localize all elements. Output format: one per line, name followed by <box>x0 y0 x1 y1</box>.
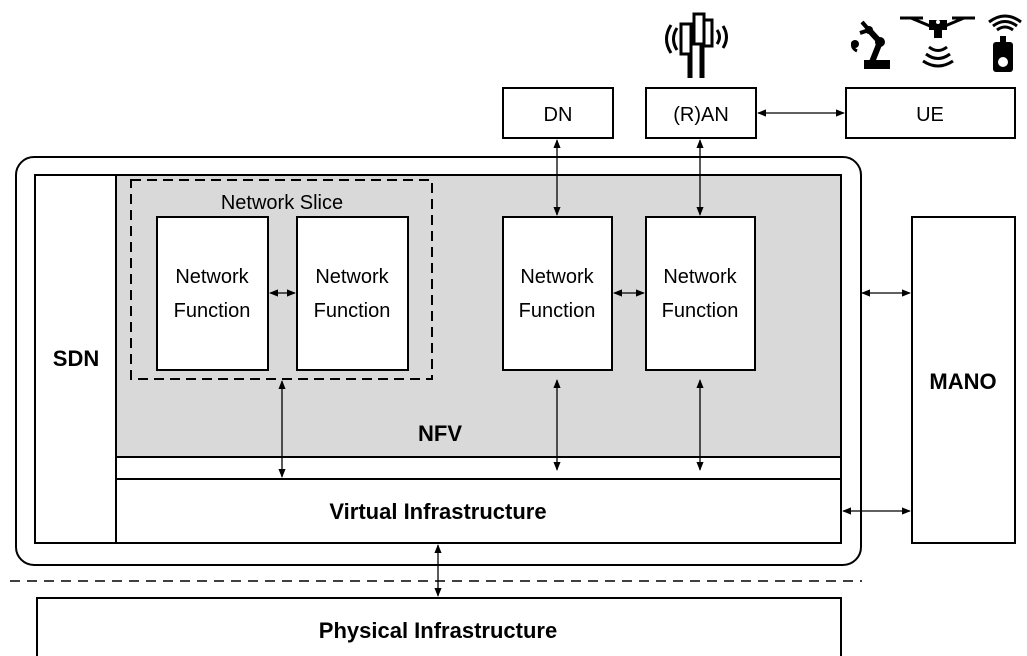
svg-text:Virtual Infrastructure: Virtual Infrastructure <box>329 499 546 524</box>
network-function-2: Network Function <box>296 216 409 371</box>
svg-text:Network: Network <box>663 266 737 288</box>
svg-text:Function: Function <box>662 300 739 322</box>
nfv-label: NFV <box>418 421 462 446</box>
physical-infrastructure: Physical Infrastructure <box>36 597 842 656</box>
svg-text:DN: DN <box>544 104 573 126</box>
svg-text:Function: Function <box>174 300 251 322</box>
ran-node: (R)AN <box>645 87 757 139</box>
robot-arm-icon <box>851 20 890 69</box>
svg-text:Function: Function <box>314 300 391 322</box>
wireless-device-icon <box>988 14 1022 72</box>
svg-text:Network: Network <box>175 266 249 288</box>
antenna-tower-icon <box>665 12 728 78</box>
svg-text:Network Slice: Network Slice <box>221 192 343 214</box>
network-function-4: Network Function <box>645 216 756 371</box>
dn-node: DN <box>502 87 614 139</box>
connectors <box>269 109 911 597</box>
svg-text:UE: UE <box>916 104 944 126</box>
sdn-block: SDN <box>34 174 117 544</box>
mano-block: MANO <box>911 216 1016 544</box>
svg-text:(R)AN: (R)AN <box>673 104 729 126</box>
svg-text:Network: Network <box>520 266 594 288</box>
network-function-1: Network Function <box>156 216 269 371</box>
network-function-3: Network Function <box>502 216 613 371</box>
virtual-infrastructure: Virtual Infrastructure <box>115 478 842 544</box>
network-slice: Network Slice <box>130 179 433 380</box>
svg-text:SDN: SDN <box>53 346 99 371</box>
svg-text:Function: Function <box>519 300 596 322</box>
svg-text:MANO: MANO <box>929 369 996 394</box>
ue-node: UE <box>845 87 1016 139</box>
drone-icon <box>900 16 975 68</box>
svg-text:Physical Infrastructure: Physical Infrastructure <box>319 618 557 643</box>
svg-text:Network: Network <box>315 266 389 288</box>
